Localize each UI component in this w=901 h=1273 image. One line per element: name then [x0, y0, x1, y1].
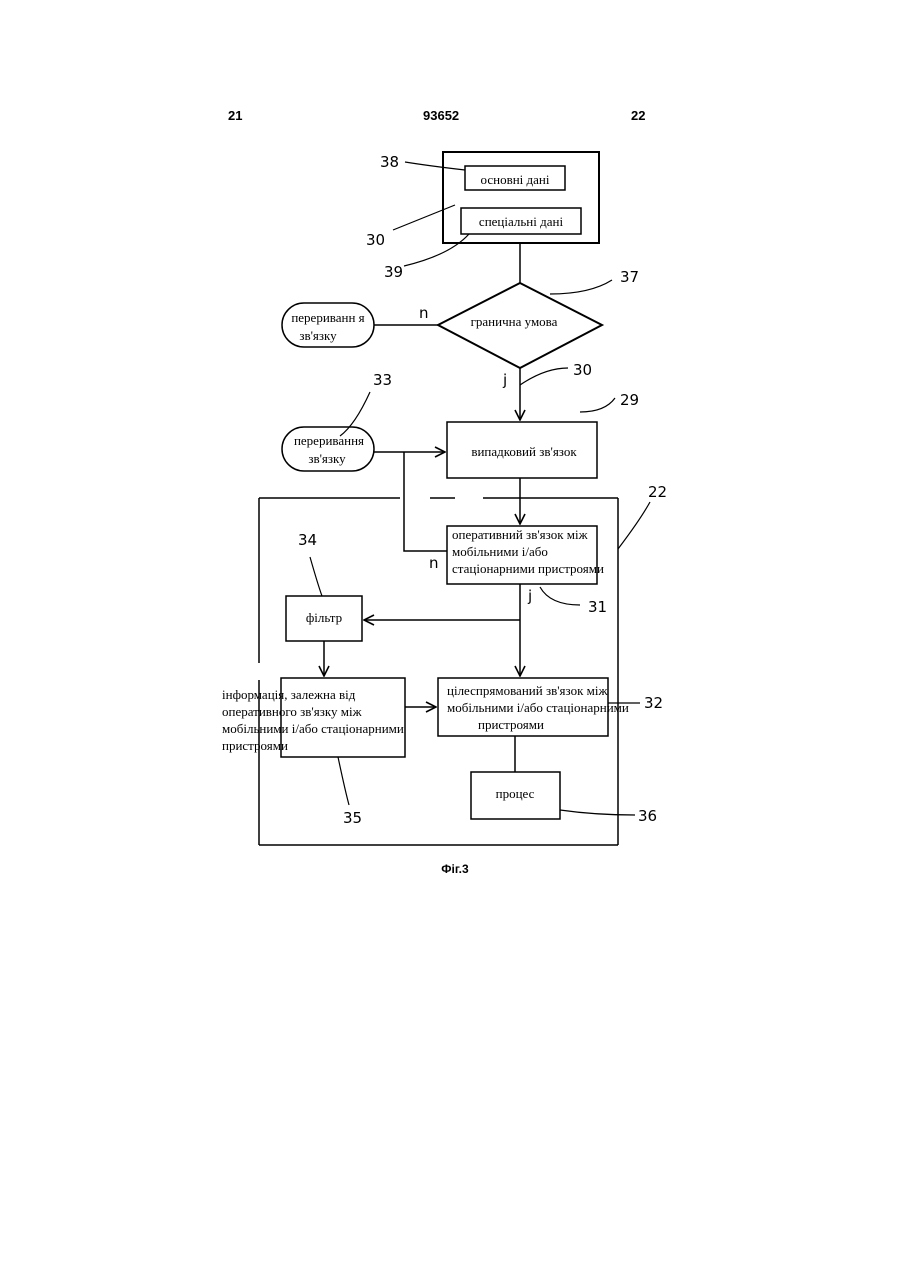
ref-22: 22: [648, 483, 667, 501]
ref-38: 38: [380, 153, 399, 171]
ref-37: 37: [620, 268, 639, 286]
interrupt-top-line2: зв'язку: [299, 328, 337, 343]
ref-34: 34: [298, 531, 317, 549]
boundary-condition-label: гранична умова: [471, 314, 558, 329]
ref-39: 39: [384, 263, 403, 281]
process-label: процес: [496, 786, 535, 801]
interrupt-mid-line2: зв'язку: [308, 451, 346, 466]
interrupt-mid-line1: переривання: [294, 433, 364, 448]
branch-n-mid: n: [429, 554, 439, 572]
branch-n-top: n: [419, 304, 429, 322]
ref-31: 31: [588, 598, 607, 616]
operative-connection-line3: стаціонарними пристроями: [452, 561, 604, 576]
ref-29: 29: [620, 391, 639, 409]
ref-35: 35: [343, 809, 362, 827]
targeted-connection-line3: пристроями: [478, 717, 544, 732]
information-line2: оперативного зв'язку між: [222, 704, 363, 719]
branch-j-mid: j: [527, 587, 532, 605]
basic-data-label: основні дані: [481, 172, 550, 187]
ref-36: 36: [638, 807, 657, 825]
information-line3: мобільними і/або стаціонарними: [222, 721, 404, 736]
filter-label: фільтр: [306, 610, 342, 625]
figure-caption: Фіг.3: [441, 862, 469, 876]
ref-30-top: 30: [366, 231, 385, 249]
ref-30-mid: 30: [573, 361, 592, 379]
branch-j-top: j: [502, 371, 507, 389]
operative-connection-line1: оперативний зв'язок між: [452, 527, 589, 542]
information-line1: інформація, залежна від: [222, 687, 356, 702]
interrupt-top-line1: перериванн я: [291, 310, 364, 325]
targeted-connection-line2: мобільними і/або стаціонарними: [447, 700, 629, 715]
ref-33: 33: [373, 371, 392, 389]
ref-32: 32: [644, 694, 663, 712]
targeted-connection-line1: цілеспрямований зв'язок між: [447, 683, 608, 698]
information-line4: пристроями: [222, 738, 288, 753]
random-connection-label: випадковий зв'язок: [471, 444, 577, 459]
operative-connection-line2: мобільними і/або: [452, 544, 548, 559]
special-data-label: спеціальні дані: [479, 214, 564, 229]
